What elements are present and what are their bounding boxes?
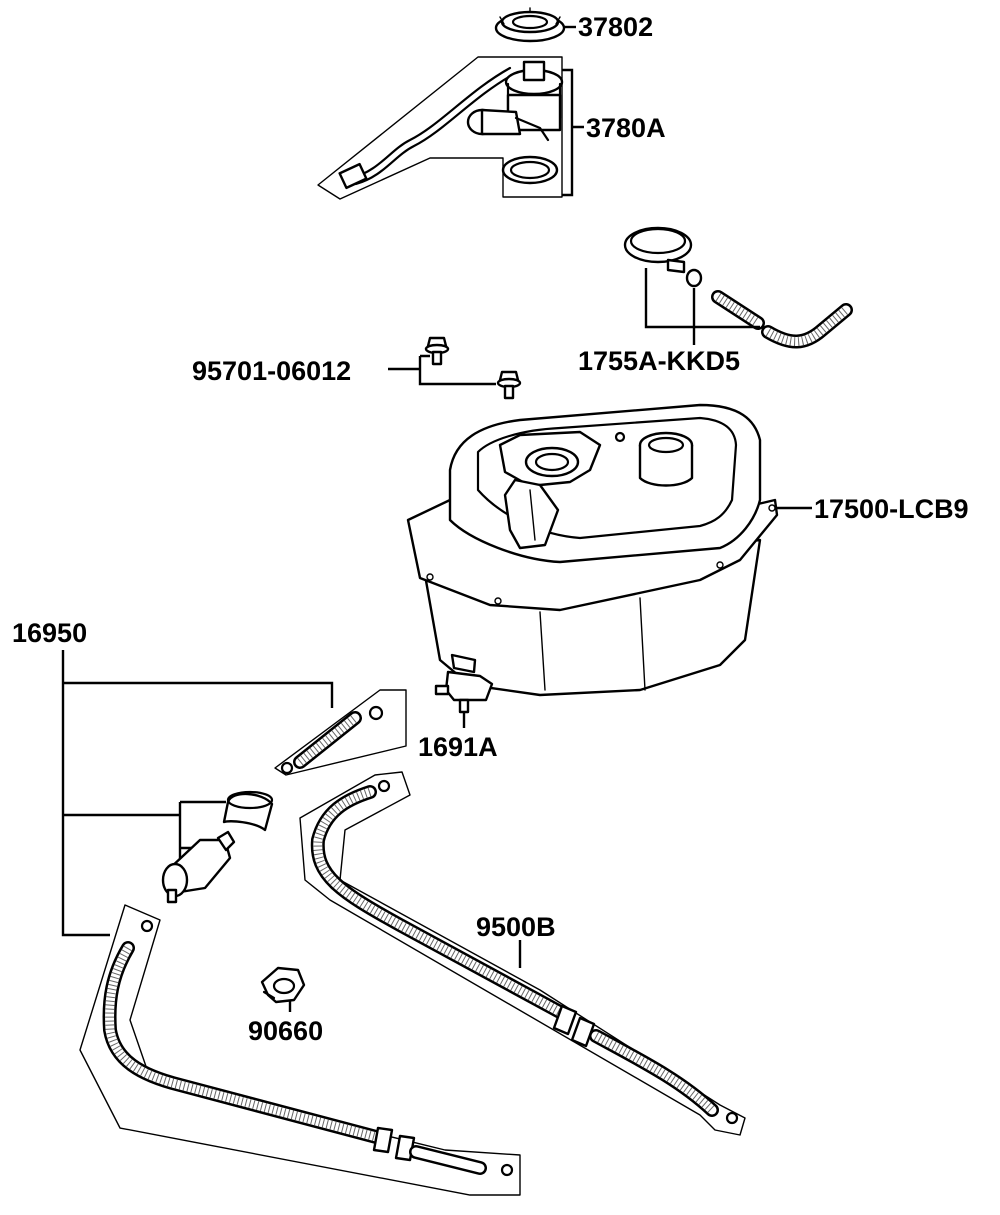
part-95701-06012-bolts	[388, 336, 522, 400]
callout-95701-06012: 95701-06012	[192, 356, 351, 386]
callout-16950: 1691A	[418, 732, 498, 762]
callout-17500-LCB9: 17500-LCB9	[814, 494, 969, 524]
bolt-upper	[424, 336, 450, 366]
callout-37802: 37802	[578, 12, 653, 42]
callout-1691A: 16950	[12, 618, 87, 648]
part-3780A-fuel-pump	[317, 56, 584, 200]
part-16950-fuel-valve	[434, 653, 494, 728]
part-1755A-KKD5-breather-set	[623, 226, 853, 349]
callout-9500B: 9500B	[476, 912, 556, 942]
bolt-lower	[496, 370, 522, 400]
part-1691A-fuel-filter-set	[61, 650, 521, 1196]
callout-1755A-KKD5: 1755A-KKD5	[578, 346, 740, 376]
part-9500B-fuel-hose	[299, 771, 746, 1136]
part-37802-lock-ring	[494, 7, 576, 43]
callout-3780A: 3780A	[586, 113, 666, 143]
part-90660-hose-clip	[260, 966, 306, 1012]
callout-90660: 90660	[248, 1016, 323, 1046]
part-17500-LCB9-fuel-tank	[406, 403, 812, 697]
